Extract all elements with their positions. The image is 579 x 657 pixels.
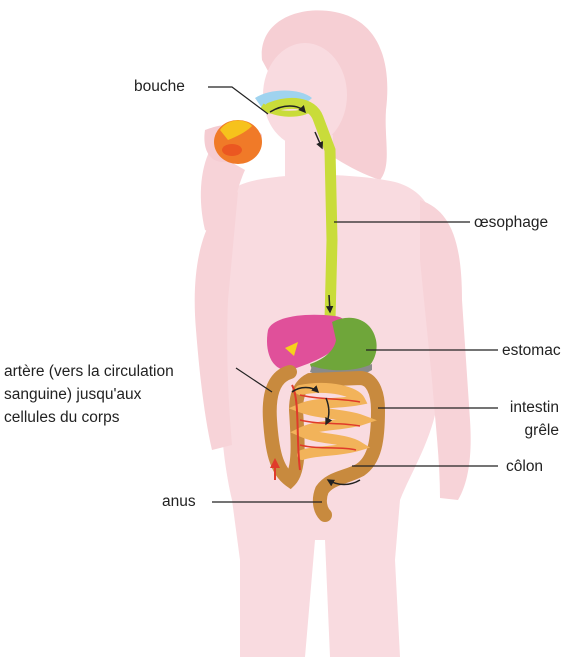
apple-icon [214, 120, 262, 164]
label-intestin-2: grêle [525, 421, 559, 440]
label-artere-2: sanguine) jusqu'aux [4, 385, 141, 404]
label-anus: anus [162, 492, 196, 511]
label-artere-3: cellules du corps [4, 408, 119, 427]
label-artere-1: artère (vers la circulation [4, 362, 174, 381]
label-intestin-1: intestin [510, 398, 559, 417]
label-colon: côlon [506, 457, 543, 476]
label-estomac: estomac [502, 341, 561, 360]
label-oesophage: œsophage [474, 213, 548, 232]
label-bouche: bouche [134, 77, 185, 96]
